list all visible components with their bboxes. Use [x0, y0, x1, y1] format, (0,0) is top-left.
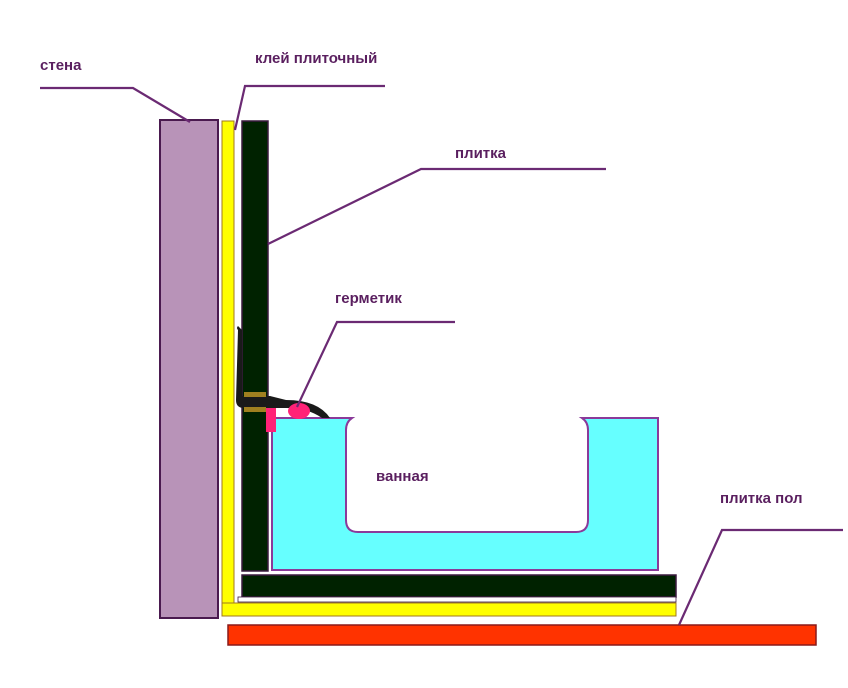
adhesive-horizontal: [221, 602, 677, 617]
profile-clip-top: [244, 392, 266, 397]
separator-white: [237, 596, 677, 603]
wall-tile-vertical: [241, 120, 269, 572]
tile-horizontal: [241, 574, 677, 598]
label-tile: плитка: [455, 145, 507, 162]
label-sealant: герметик: [335, 290, 402, 307]
profile-clip-bottom: [244, 407, 266, 412]
leader-wall: [40, 86, 191, 123]
wall-layer: [159, 119, 219, 619]
leader-tile: [267, 167, 606, 245]
label-wall: стена: [40, 57, 82, 74]
leader-floor: [677, 528, 843, 626]
sealant-bead: [288, 403, 310, 419]
label-tile-adhesive: клей плиточный: [255, 50, 377, 67]
leader-sealant: [296, 320, 455, 408]
bathtub: [271, 417, 659, 571]
label-floor-tile: плитка пол: [720, 490, 803, 507]
floor-tile: [227, 624, 817, 646]
gap-line-vertical: [236, 578, 239, 602]
sealant-joint: [266, 408, 276, 432]
sealant-profile: [236, 326, 330, 418]
adhesive-vertical: [221, 120, 235, 616]
leader-adhesive: [233, 84, 385, 131]
label-bathtub: ванная: [376, 468, 429, 485]
